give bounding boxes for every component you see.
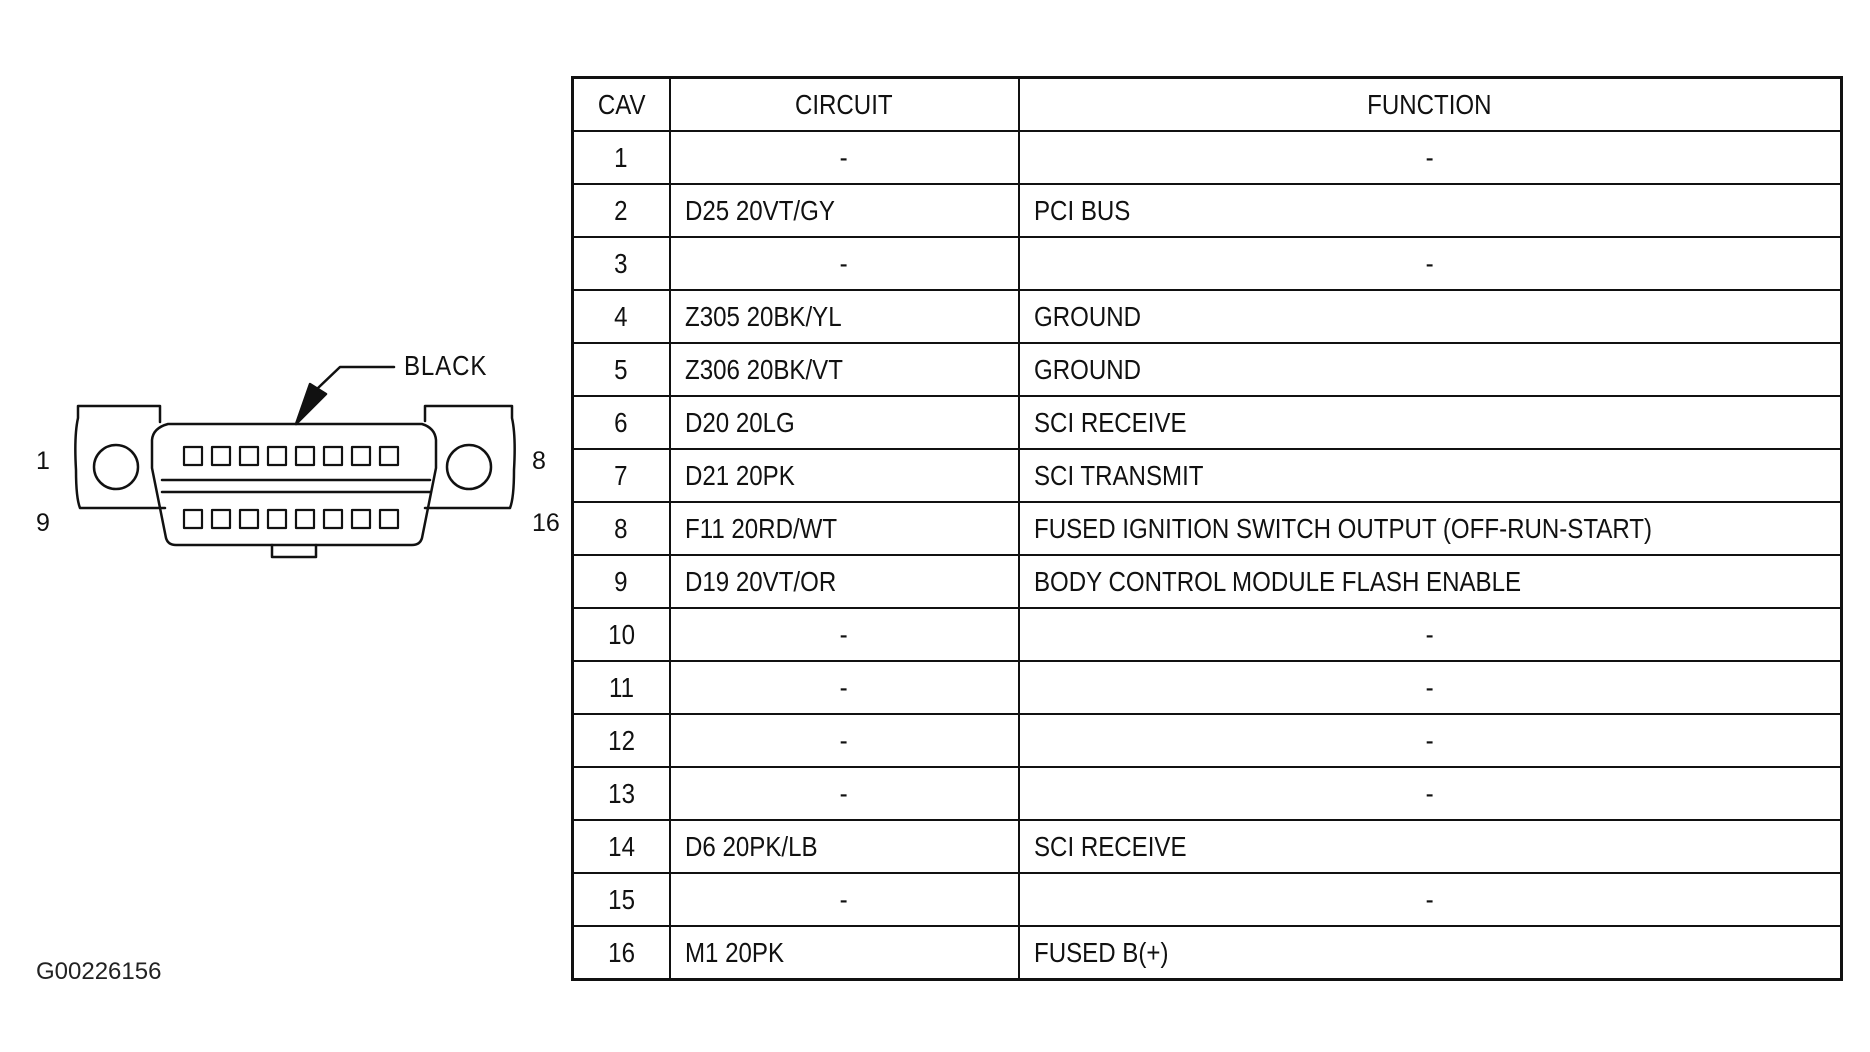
cell-circuit: D19 20VT/OR: [668, 554, 1020, 609]
pin-label-bottom-right: 16: [532, 509, 560, 537]
cell-circuit: D20 20LG: [668, 395, 1020, 450]
connector-diagram: [74, 365, 516, 559]
table-row: 3--: [571, 236, 1843, 291]
figure-id: G00226156: [36, 958, 162, 985]
cell-circuit: -: [668, 130, 1020, 185]
bottom-pin-row: [182, 508, 400, 530]
cell-cav: 14: [571, 819, 671, 874]
table-row: 10--: [571, 607, 1843, 662]
table-row: 12--: [571, 713, 1843, 768]
cell-function: GROUND: [1017, 289, 1843, 344]
table-row: 11--: [571, 660, 1843, 715]
pin-label-bottom-left: 9: [36, 509, 50, 537]
cell-function: -: [1017, 766, 1843, 821]
cell-function: -: [1017, 607, 1843, 662]
header-function: FUNCTION: [1017, 76, 1843, 132]
connector-color-label: BLACK: [404, 350, 488, 381]
table-header-row: CAV CIRCUIT FUNCTION: [571, 76, 1843, 132]
cell-circuit: D21 20PK: [668, 448, 1020, 503]
cell-function: FUSED B(+): [1017, 925, 1843, 981]
cell-cav: 12: [571, 713, 671, 768]
cell-circuit: -: [668, 236, 1020, 291]
cell-cav: 9: [571, 554, 671, 609]
cell-function: FUSED IGNITION SWITCH OUTPUT (OFF-RUN-ST…: [1017, 501, 1843, 556]
cell-circuit: -: [668, 872, 1020, 927]
top-pin-row: [182, 445, 400, 467]
cell-cav: 10: [571, 607, 671, 662]
cell-circuit: D25 20VT/GY: [668, 183, 1020, 238]
header-circuit: CIRCUIT: [668, 76, 1020, 132]
cell-cav: 6: [571, 395, 671, 450]
cell-circuit: -: [668, 766, 1020, 821]
cell-function: -: [1017, 130, 1843, 185]
table-row: 1--: [571, 130, 1843, 185]
cell-cav: 7: [571, 448, 671, 503]
cell-circuit: F11 20RD/WT: [668, 501, 1020, 556]
cell-cav: 3: [571, 236, 671, 291]
cell-cav: 8: [571, 501, 671, 556]
cell-cav: 11: [571, 660, 671, 715]
pin-label-top-left: 1: [36, 447, 50, 475]
cell-cav: 1: [571, 130, 671, 185]
cell-cav: 13: [571, 766, 671, 821]
cell-circuit: Z305 20BK/YL: [668, 289, 1020, 344]
cell-function: BODY CONTROL MODULE FLASH ENABLE: [1017, 554, 1843, 609]
cell-function: -: [1017, 236, 1843, 291]
connector-body: [150, 422, 438, 547]
left-mounting-hole: [92, 443, 140, 491]
header-cav: CAV: [571, 76, 671, 132]
cell-circuit: -: [668, 607, 1020, 662]
cell-cav: 2: [571, 183, 671, 238]
table-row: 13--: [571, 766, 1843, 821]
cell-function: -: [1017, 660, 1843, 715]
cell-circuit: -: [668, 660, 1020, 715]
cell-circuit: Z306 20BK/VT: [668, 342, 1020, 397]
cell-function: PCI BUS: [1017, 183, 1843, 238]
pin-label-top-right: 8: [532, 447, 546, 475]
cell-cav: 16: [571, 925, 671, 981]
cell-cav: 5: [571, 342, 671, 397]
cell-function: SCI RECEIVE: [1017, 395, 1843, 450]
cell-function: GROUND: [1017, 342, 1843, 397]
left-mounting-ear: [74, 404, 167, 510]
table-row: 15--: [571, 872, 1843, 927]
cell-function: -: [1017, 713, 1843, 768]
label-leader-line: [316, 365, 396, 390]
leader-arrowhead: [294, 382, 328, 426]
cell-cav: 15: [571, 872, 671, 927]
cell-function: SCI RECEIVE: [1017, 819, 1843, 874]
bottom-latch: [270, 543, 318, 559]
cell-function: -: [1017, 872, 1843, 927]
cell-circuit: -: [668, 713, 1020, 768]
right-mounting-hole: [445, 443, 493, 491]
cell-function: SCI TRANSMIT: [1017, 448, 1843, 503]
cell-circuit: M1 20PK: [668, 925, 1020, 981]
cell-circuit: D6 20PK/LB: [668, 819, 1020, 874]
cell-cav: 4: [571, 289, 671, 344]
right-mounting-ear: [423, 404, 516, 510]
